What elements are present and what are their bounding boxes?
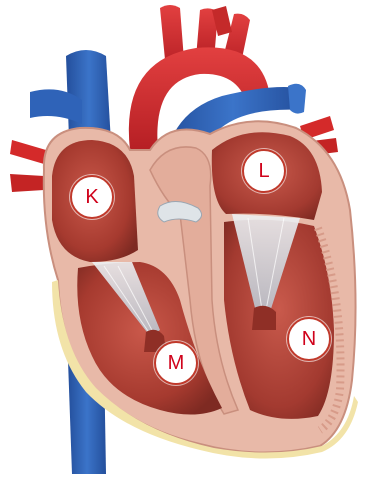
marker-n: N — [287, 317, 331, 361]
pulmonary-veins-left — [10, 140, 46, 192]
marker-k: K — [70, 175, 114, 219]
marker-l: L — [242, 149, 286, 193]
papillary-muscle-n — [252, 306, 276, 330]
marker-m: M — [154, 341, 198, 385]
